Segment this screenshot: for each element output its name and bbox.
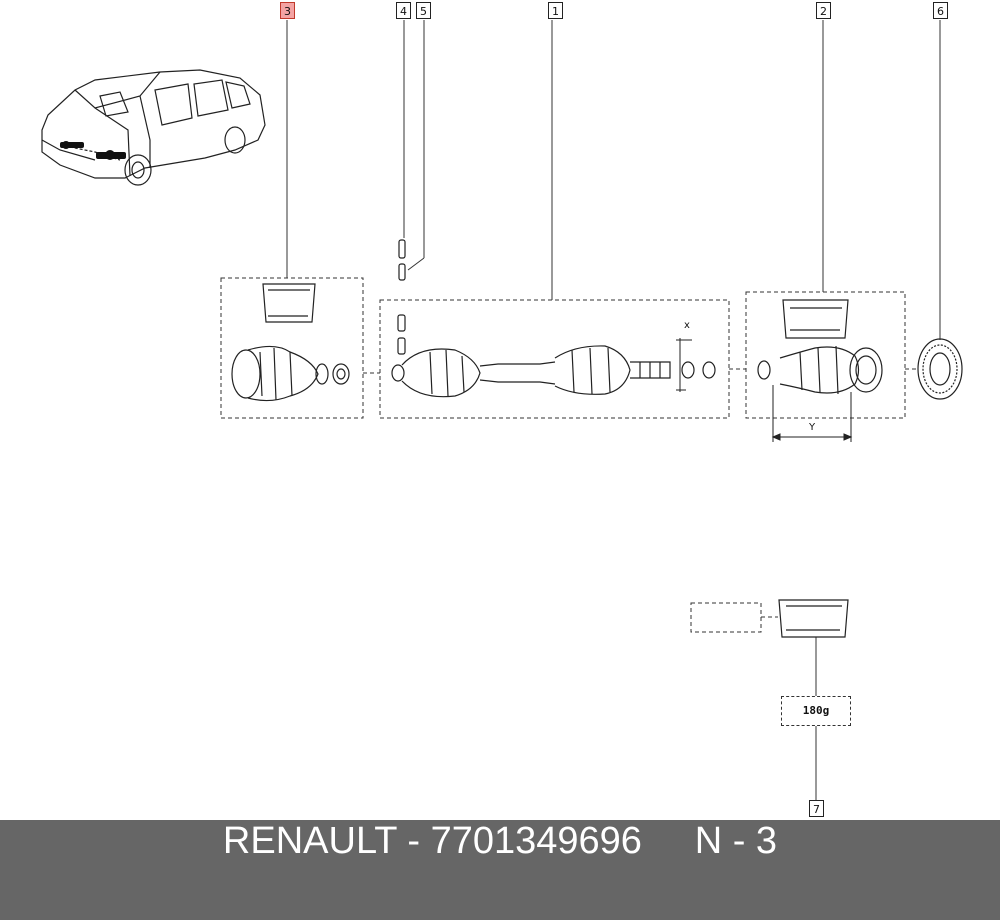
callout-1: 1 bbox=[548, 2, 563, 19]
joint-kit-3 bbox=[231, 283, 350, 402]
callout-2: 2 bbox=[816, 2, 831, 19]
grease-sachet-7 bbox=[778, 599, 849, 638]
driveshaft-1 bbox=[391, 345, 716, 398]
grease-sachet-icon bbox=[262, 283, 316, 323]
clips-4-5 bbox=[397, 239, 406, 355]
exploded-diagram bbox=[41, 20, 963, 800]
dimension-x bbox=[676, 338, 692, 392]
callout-5: 5 bbox=[416, 2, 431, 19]
callout-7: 7 bbox=[809, 800, 824, 817]
boot-icon bbox=[247, 345, 319, 402]
callout-3[interactable]: 3 bbox=[280, 2, 295, 19]
vehicle-illustration bbox=[41, 69, 266, 186]
grease-sachet-icon bbox=[782, 299, 849, 339]
footer-caption: RENAULT - 7701349696 N - 3 bbox=[0, 820, 1000, 920]
dimension-y-label: Y bbox=[809, 422, 816, 433]
part-number: 7701349696 bbox=[430, 820, 642, 862]
grease-quantity-label: 180g bbox=[781, 696, 851, 726]
dash-connectors bbox=[363, 368, 918, 618]
driveshaft-highlight-on-vehicle bbox=[60, 141, 126, 160]
callout-4: 4 bbox=[396, 2, 411, 19]
brand-name: RENAULT bbox=[222, 820, 397, 862]
page-reference: N - 3 bbox=[694, 820, 778, 862]
callout-6: 6 bbox=[933, 2, 948, 19]
spacer bbox=[642, 820, 695, 862]
separator: - bbox=[396, 820, 431, 862]
joint-kit-2 bbox=[757, 299, 883, 395]
footer-bar: RENAULT - 7701349696 N - 3 bbox=[0, 820, 1000, 920]
dimension-x-label: x bbox=[684, 320, 690, 331]
leader-lines bbox=[286, 20, 941, 800]
abs-ring-6 bbox=[917, 338, 963, 400]
boot-icon bbox=[779, 346, 860, 394]
group-boxes bbox=[220, 277, 906, 633]
dimension-y bbox=[771, 385, 853, 442]
grease-sachet-icon bbox=[778, 599, 849, 638]
